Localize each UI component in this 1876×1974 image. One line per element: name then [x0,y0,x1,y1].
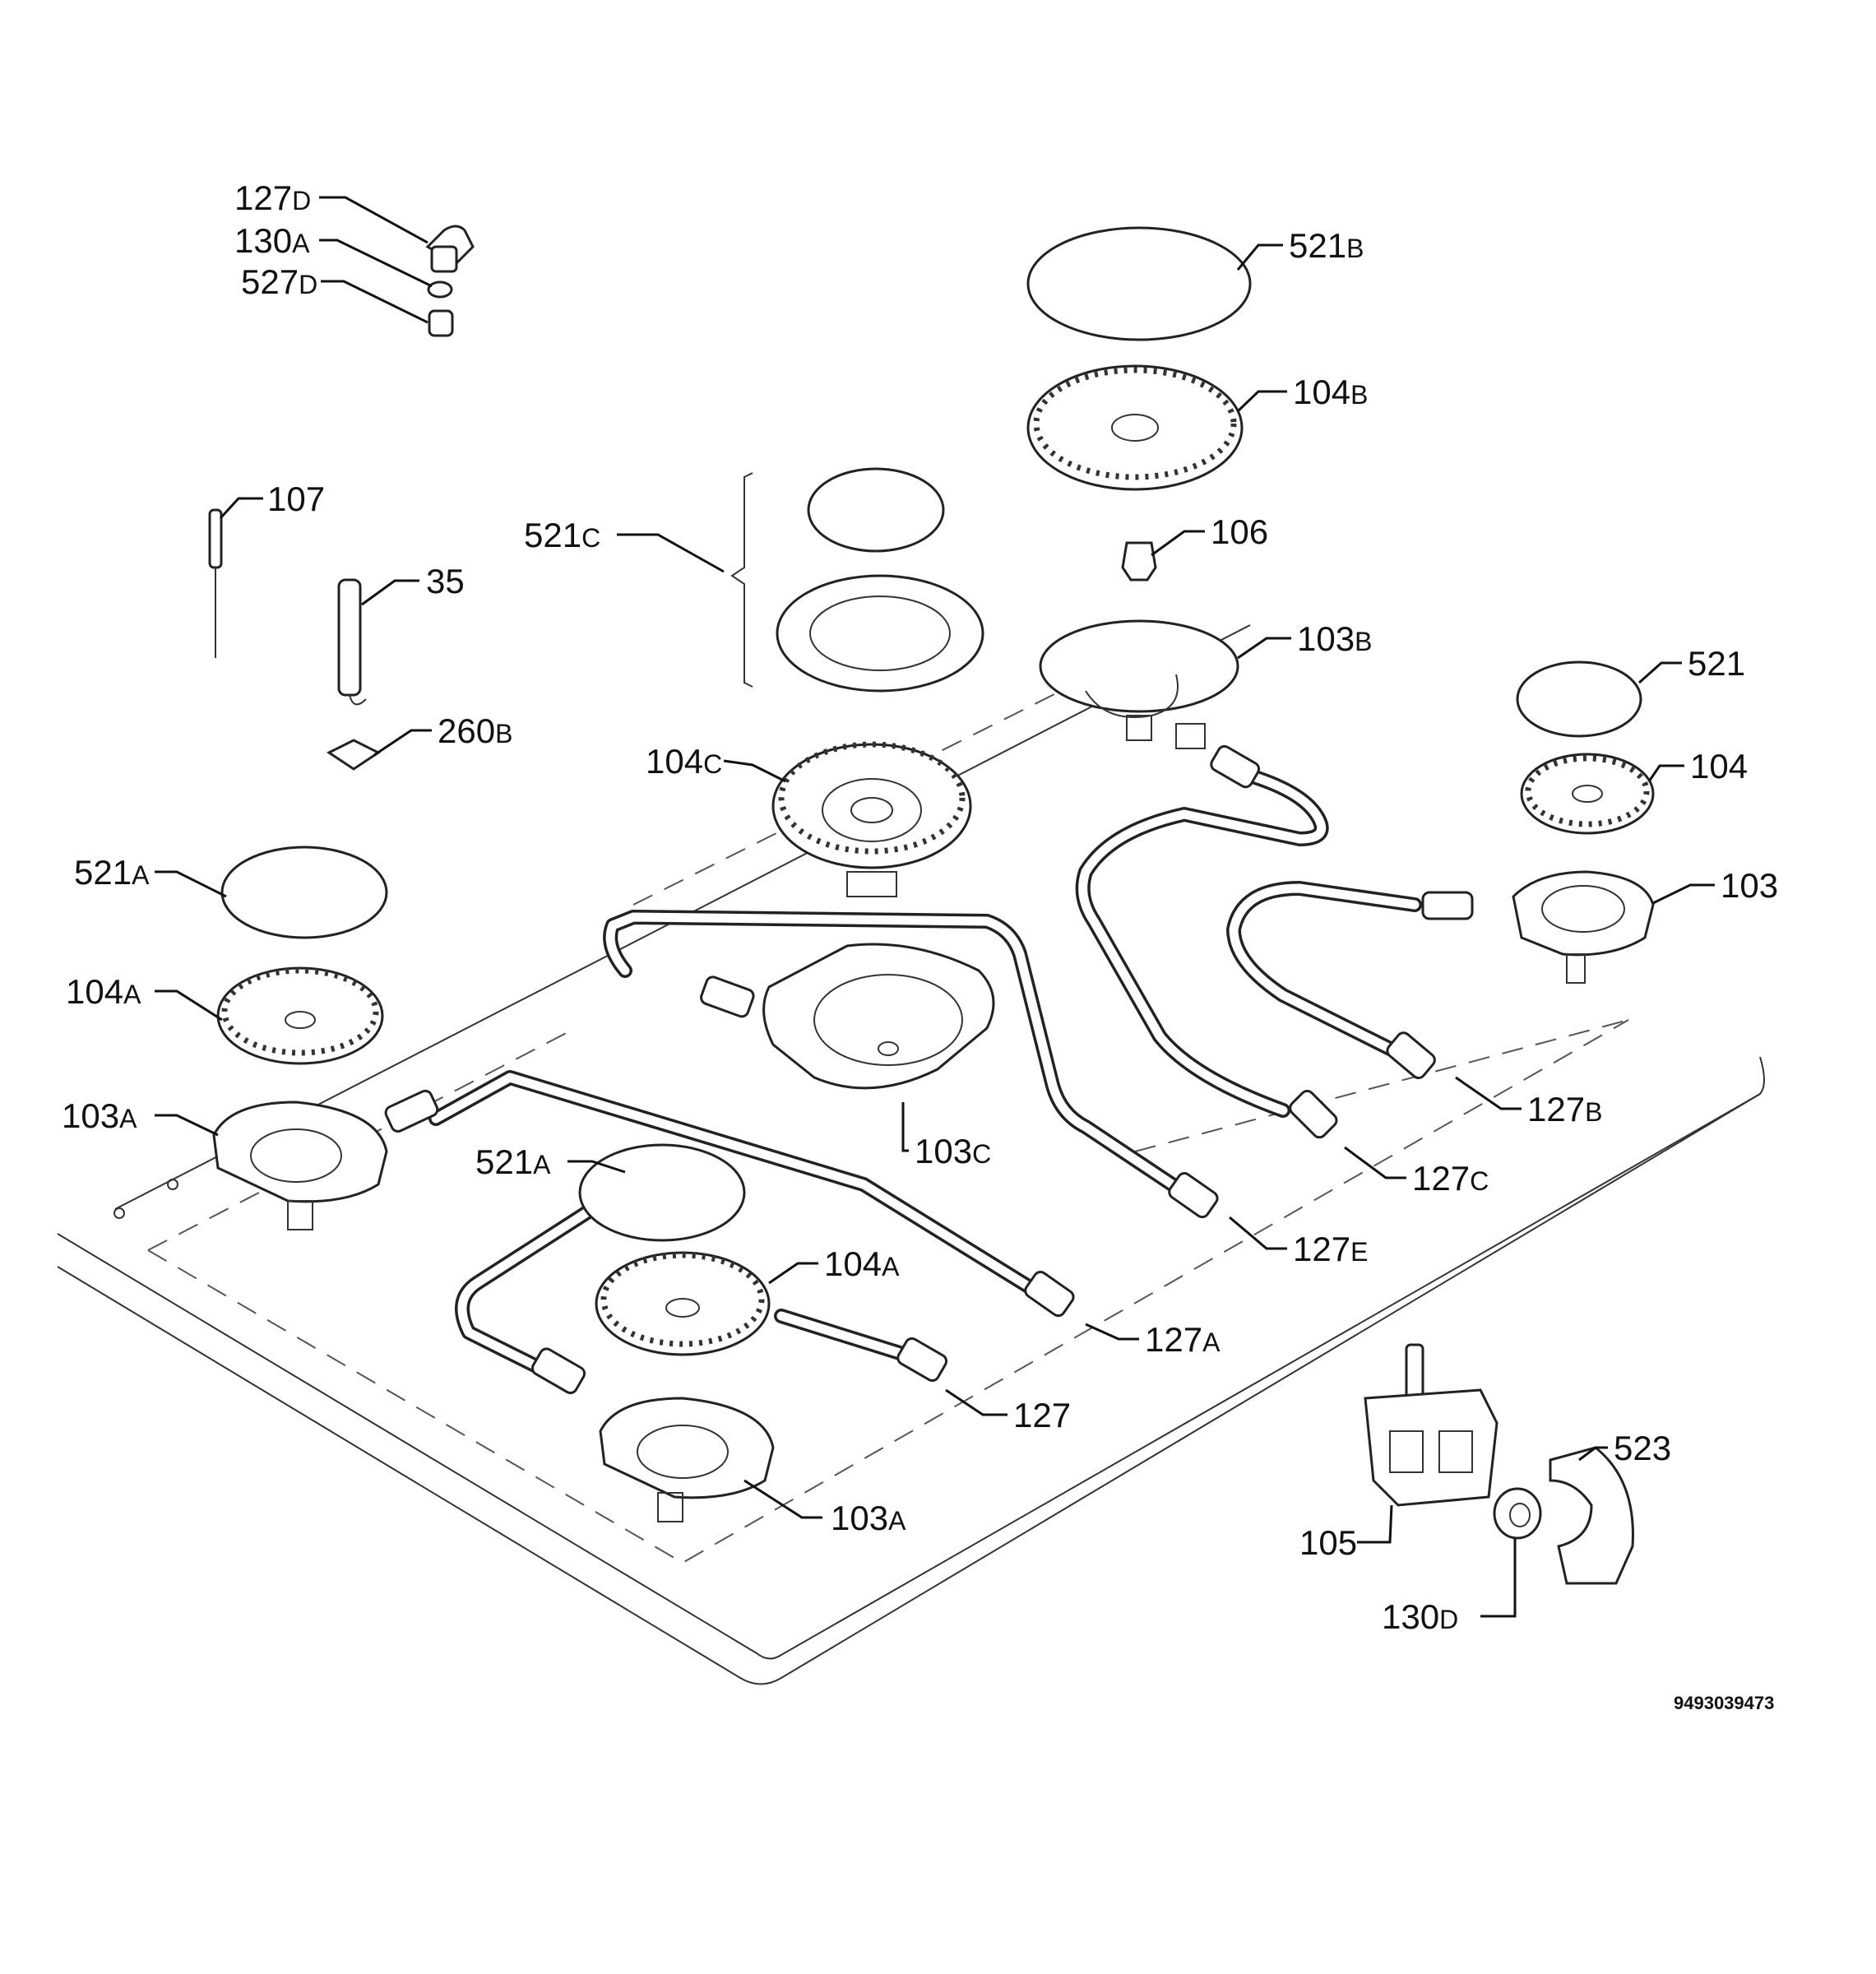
brace-521c [730,472,753,688]
callout-127A: 127A [1145,1320,1221,1359]
callout-103: 103 [1721,866,1778,905]
callout-105: 105 [1299,1523,1357,1562]
bracket-523 [1549,1446,1634,1585]
seal-washer-130a [427,280,453,299]
burner-base-103c [762,943,995,1090]
callout-104A-front: 104A [824,1244,900,1283]
burner-crown-104c [771,743,972,869]
burner-assembly-a-front [578,1143,775,1522]
callout-107: 107 [267,480,325,518]
pipe-fittings [384,744,1474,1395]
callout-106: 106 [1211,512,1268,551]
reference-number: 9493039473 [1674,1693,1774,1713]
burner-crown-104a-left [216,966,384,1065]
burner-cap-small-521c [807,467,945,553]
callout-130D: 130D [1382,1597,1458,1636]
callout-103A-left: 103A [62,1096,137,1135]
callout-35: 35 [426,562,465,600]
burner-crown-104 [1520,753,1655,835]
clip-260b [327,739,381,771]
callout-521A-front: 521A [475,1142,551,1181]
burner-crown-104a-front [595,1251,771,1356]
callout-127E: 127E [1293,1230,1368,1268]
callout-104C: 104C [646,742,722,781]
callout-260B: 260B [438,711,512,750]
burner-crown-104b [1026,364,1244,491]
callout-103B: 103B [1297,619,1372,658]
leader-lines [155,196,1715,1618]
callout-103A-front: 103A [831,1499,906,1537]
callout-104A-left: 104A [66,972,141,1011]
callout-130A: 130A [234,221,310,260]
callout-521A-left: 521A [74,853,150,892]
burner-cap-521a-front [578,1143,746,1242]
burner-assembly-right [1512,660,1655,984]
callout-labels: 127D 130A 527D 107 35 260B 521C 104C 521… [62,178,1778,1636]
callout-527D: 527D [241,262,317,301]
elbow-connector-127d [425,225,475,273]
burner-base-103a-left [212,1101,388,1203]
burner-base-103a-front [599,1397,775,1499]
gas-pipes [428,766,1422,1389]
callout-127C: 127C [1412,1159,1489,1198]
callout-104: 104 [1690,747,1748,785]
callout-521C: 521C [524,516,600,554]
callout-103C: 103C [915,1132,991,1170]
burner-assembly-b [1026,226,1252,749]
burner-assembly-a-left [212,846,388,1230]
callout-127D: 127D [234,178,311,217]
burner-cap-521b [1026,226,1252,341]
callout-104B: 104B [1293,373,1368,411]
ignition-electrode-35 [337,578,367,706]
callout-523: 523 [1614,1429,1671,1467]
callout-521B: 521B [1289,226,1364,265]
seal-130d [1493,1487,1542,1540]
gas-valve-105 [1364,1343,1498,1507]
burner-cap-521 [1516,660,1642,738]
callout-521: 521 [1688,644,1745,683]
burner-base-103b [1039,619,1239,713]
burner-cap-large-521c [776,574,984,693]
callout-127: 127 [1013,1396,1071,1434]
callout-127B: 127B [1527,1090,1602,1128]
injector-106 [1121,541,1157,582]
thermocouple-107 [208,508,223,658]
adapter-527d [428,309,454,337]
burner-cap-521a-left [220,846,388,939]
burner-base-103 [1512,870,1655,957]
burner-assembly-c [730,467,995,1090]
